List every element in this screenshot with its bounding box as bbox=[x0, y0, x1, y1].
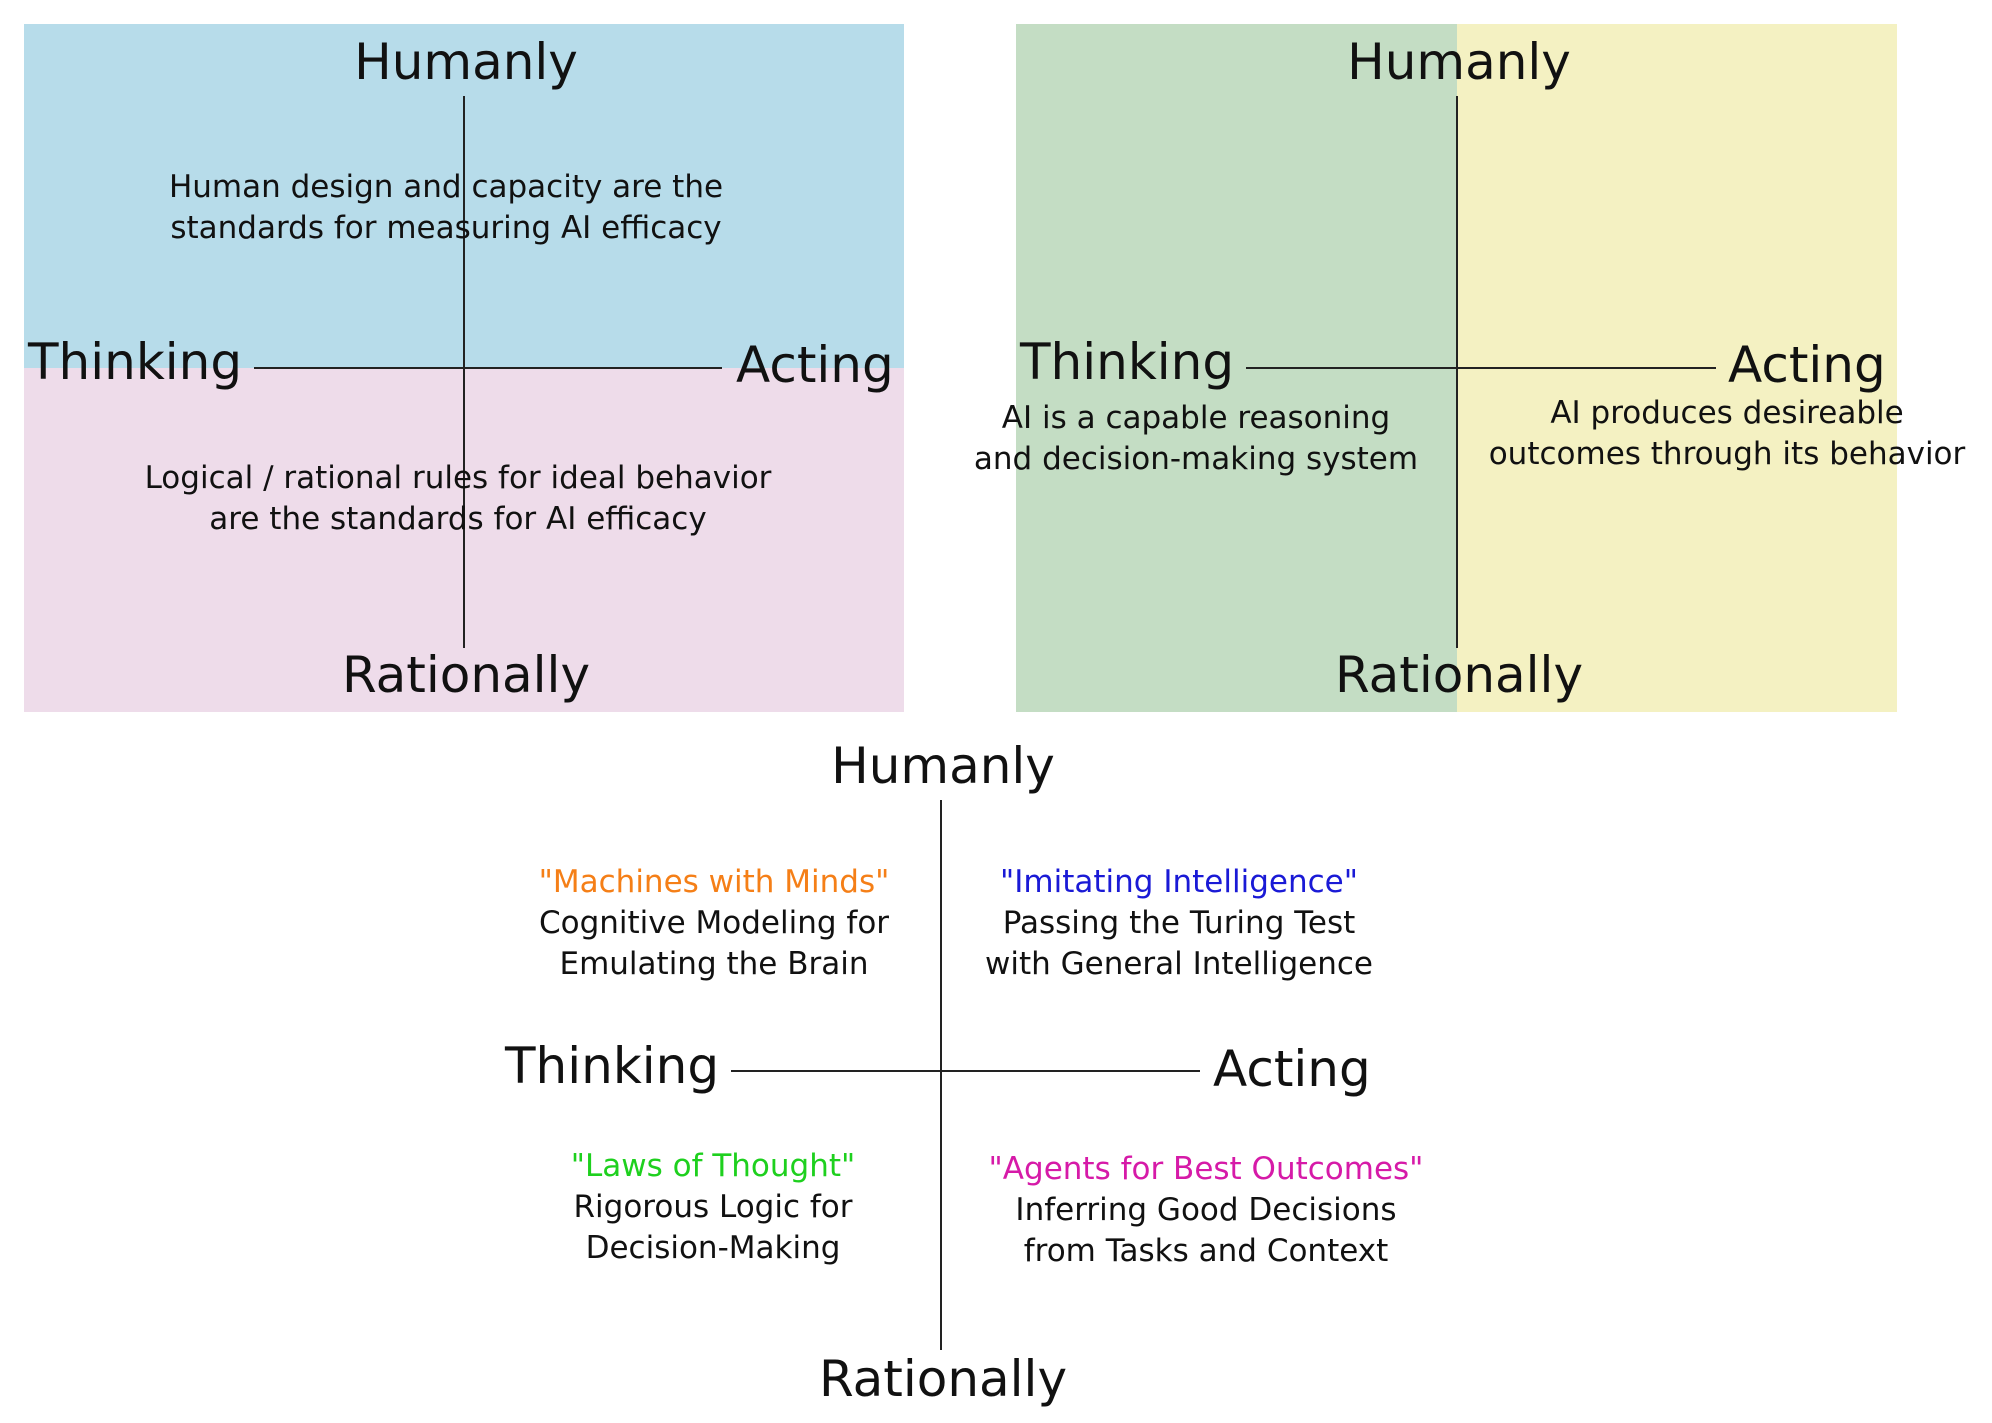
humanly-label: Humanly bbox=[831, 737, 1055, 795]
quadrant-line: Inferring Good Decisions bbox=[1015, 1192, 1397, 1228]
description-line: and decision-making system bbox=[973, 441, 1419, 477]
quadrant-acting-humanly: "Imitating Intelligence" Passing the Tur… bbox=[985, 862, 1373, 985]
description-line: Human design and capacity are the bbox=[168, 169, 724, 205]
humanly-label: Humanly bbox=[354, 33, 578, 91]
rationally-label: Rationally bbox=[818, 1350, 1068, 1408]
quadrant-thinking-rationally: "Laws of Thought" Rigorous Logic for Dec… bbox=[571, 1146, 856, 1269]
description-line: are the standards for AI efficacy bbox=[209, 501, 707, 537]
human-standard-description: Human design and capacity are the standa… bbox=[169, 167, 723, 249]
quadrant-line: Emulating the Brain bbox=[559, 946, 869, 982]
quadrant-title: "Machines with Minds" bbox=[538, 864, 890, 900]
thinking-label: Thinking bbox=[505, 1037, 720, 1095]
quadrant-title: "Imitating Intelligence" bbox=[1000, 864, 1358, 900]
quadrant-line: from Tasks and Context bbox=[1023, 1233, 1389, 1269]
thinking-label: Thinking bbox=[1020, 333, 1235, 391]
vertical-axis bbox=[940, 800, 942, 1350]
description-line: AI is a capable reasoning bbox=[1001, 400, 1391, 436]
description-line: outcomes through its behavior bbox=[1488, 436, 1966, 472]
vertical-axis bbox=[463, 96, 465, 648]
description-line: standards for measuring AI efficacy bbox=[170, 210, 722, 246]
quadrant-line: Decision-Making bbox=[585, 1230, 841, 1266]
quadrant-title: "Agents for Best Outcomes" bbox=[988, 1151, 1424, 1187]
quadrant-line: Passing the Turing Test bbox=[1002, 905, 1356, 941]
description-line: Logical / rational rules for ideal behav… bbox=[144, 460, 772, 496]
humanly-label: Humanly bbox=[1347, 33, 1571, 91]
horizontal-axis bbox=[1246, 367, 1716, 369]
vertical-axis bbox=[1456, 96, 1458, 648]
quadrant-line: Rigorous Logic for bbox=[573, 1189, 853, 1225]
rationally-label: Rationally bbox=[341, 646, 591, 704]
quadrant-acting-rationally: "Agents for Best Outcomes" Inferring Goo… bbox=[989, 1149, 1424, 1272]
quadrant-thinking-humanly: "Machines with Minds" Cognitive Modeling… bbox=[539, 862, 890, 985]
horizontal-axis bbox=[254, 367, 722, 369]
rational-standard-description: Logical / rational rules for ideal behav… bbox=[145, 458, 772, 540]
quadrant-line: Cognitive Modeling for bbox=[538, 905, 890, 941]
rationally-label: Rationally bbox=[1334, 646, 1584, 704]
acting-label: Acting bbox=[1213, 1040, 1371, 1098]
quadrant-title: "Laws of Thought" bbox=[570, 1148, 856, 1184]
acting-description: AI produces desireable outcomes through … bbox=[1489, 393, 1966, 475]
acting-label: Acting bbox=[736, 336, 894, 394]
acting-label: Acting bbox=[1728, 336, 1886, 394]
description-line: AI produces desireable bbox=[1550, 395, 1904, 431]
quadrant-line: with General Intelligence bbox=[984, 946, 1374, 982]
thinking-label: Thinking bbox=[28, 333, 243, 391]
horizontal-axis bbox=[731, 1070, 1200, 1072]
thinking-description: AI is a capable reasoning and decision-m… bbox=[974, 398, 1418, 480]
